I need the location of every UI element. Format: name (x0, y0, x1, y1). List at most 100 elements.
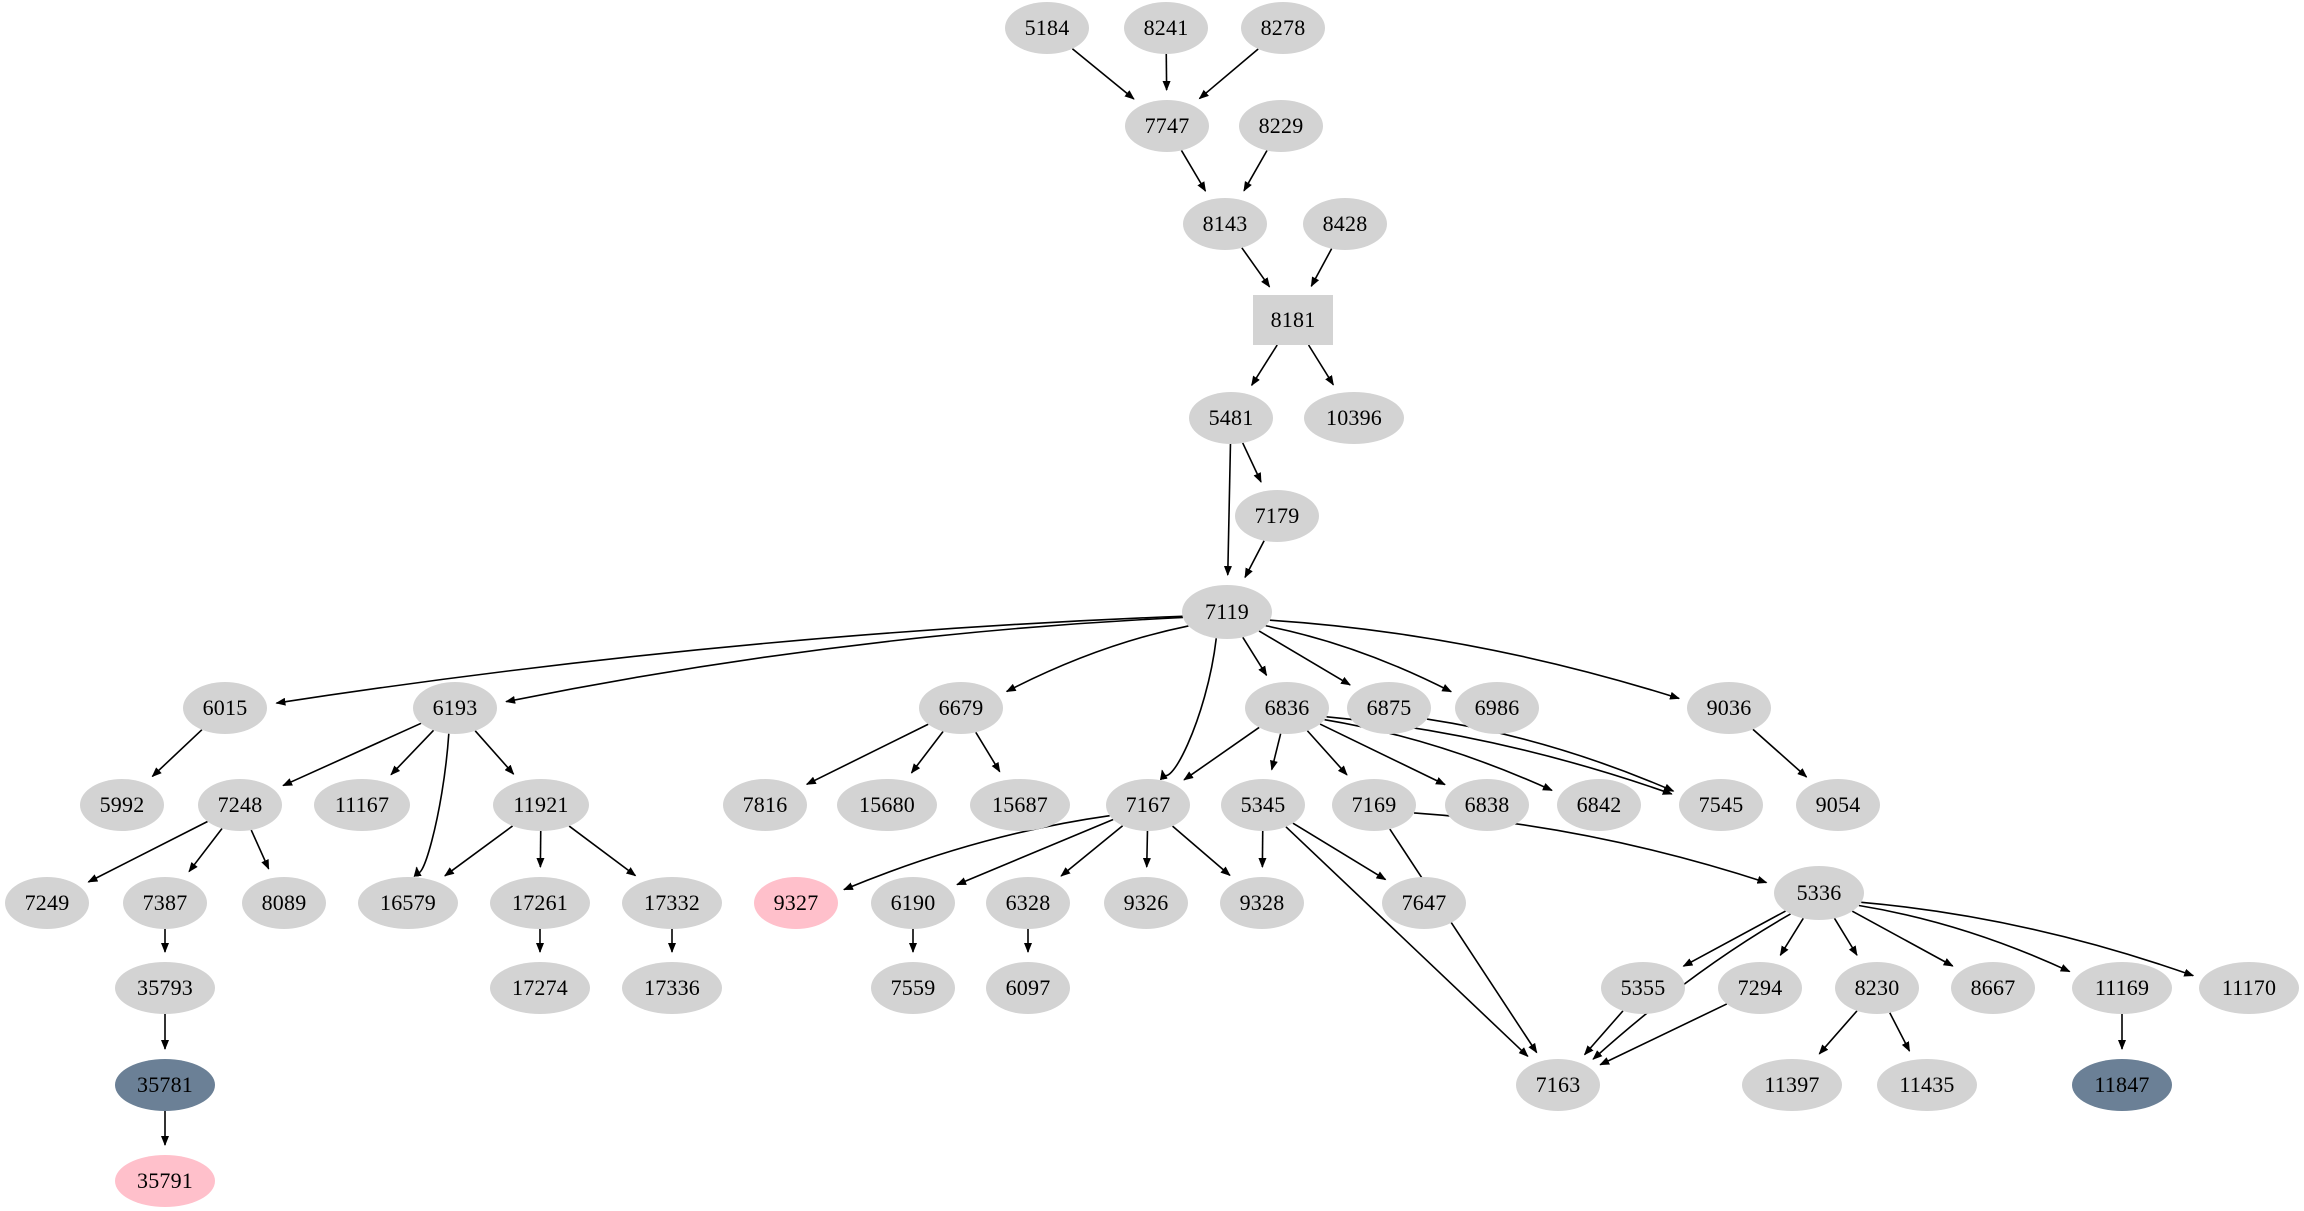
graph-edge-11921-to-17332 (568, 825, 637, 877)
graph-node-label: 8229 (1258, 113, 1304, 138)
graph-node-label: 6015 (202, 695, 248, 720)
graph-node-9328[interactable]: 9328 (1220, 877, 1304, 929)
graph-node-17274[interactable]: 17274 (490, 962, 590, 1014)
graph-node-9054[interactable]: 9054 (1796, 779, 1880, 831)
graph-node-5336[interactable]: 5336 (1774, 866, 1864, 920)
graph-node-label: 8143 (1202, 211, 1248, 236)
graph-edge-6193-to-11167 (390, 729, 435, 776)
graph-edge-6836-to-6838 (1319, 723, 1446, 786)
graph-node-7747[interactable]: 7747 (1125, 100, 1209, 152)
graph-edge-7119-to-9036 (1269, 619, 1681, 700)
graph-node-label: 35781 (137, 1072, 193, 1097)
graph-node-6679[interactable]: 6679 (919, 682, 1003, 734)
graph-node-7387[interactable]: 7387 (123, 877, 207, 929)
graph-node-6986[interactable]: 6986 (1455, 682, 1539, 734)
graph-edge-7248-to-8089 (250, 829, 270, 870)
graph-node-17332[interactable]: 17332 (622, 877, 722, 929)
graph-edge-7747-to-8143 (1180, 150, 1207, 192)
graph-node-11397[interactable]: 11397 (1742, 1059, 1842, 1111)
graph-node-5345[interactable]: 5345 (1221, 779, 1305, 831)
graph-node-6842[interactable]: 6842 (1557, 779, 1641, 831)
graph-node-7169[interactable]: 7169 (1332, 779, 1416, 831)
graph-node-8278[interactable]: 8278 (1241, 2, 1325, 54)
graph-node-5355[interactable]: 5355 (1601, 962, 1685, 1014)
graph-node-7167[interactable]: 7167 (1106, 779, 1190, 831)
graph-node-7545[interactable]: 7545 (1679, 779, 1763, 831)
graph-node-7248[interactable]: 7248 (198, 779, 282, 831)
graph-node-6838[interactable]: 6838 (1445, 779, 1529, 831)
graph-node-6190[interactable]: 6190 (871, 877, 955, 929)
graph-node-label: 8181 (1270, 307, 1316, 332)
graph-node-label: 35793 (137, 975, 193, 1000)
graph-edge-5355-to-7163 (1583, 1010, 1624, 1056)
graph-edge-5184-to-7747 (1071, 48, 1135, 100)
graph-node-label: 9036 (1706, 695, 1752, 720)
graph-node-6193[interactable]: 6193 (413, 682, 497, 734)
graph-node-6875[interactable]: 6875 (1347, 682, 1431, 734)
graph-node-15680[interactable]: 15680 (837, 779, 937, 831)
graph-node-7179[interactable]: 7179 (1235, 490, 1319, 542)
graph-node-7294[interactable]: 7294 (1718, 962, 1802, 1014)
graph-node-11169[interactable]: 11169 (2072, 962, 2172, 1014)
graph-node-6097[interactable]: 6097 (986, 962, 1070, 1014)
graph-node-17336[interactable]: 17336 (622, 962, 722, 1014)
graph-node-17261[interactable]: 17261 (490, 877, 590, 929)
graph-node-7119[interactable]: 7119 (1182, 585, 1272, 639)
graph-node-7163[interactable]: 7163 (1516, 1059, 1600, 1111)
graph-edge-5336-to-7163 (1592, 913, 1791, 1060)
graph-node-9326[interactable]: 9326 (1104, 877, 1188, 929)
graph-node-label: 11169 (2094, 975, 2150, 1000)
graph-node-7647[interactable]: 7647 (1382, 877, 1466, 929)
graph-node-11847[interactable]: 11847 (2072, 1059, 2172, 1111)
graph-edge-5336-to-8667 (1851, 910, 1954, 967)
graph-node-11921[interactable]: 11921 (493, 779, 589, 831)
graph-node-8143[interactable]: 8143 (1183, 198, 1267, 250)
graph-node-label: 7249 (24, 890, 70, 915)
graph-node-35791[interactable]: 35791 (115, 1155, 215, 1207)
graph-node-35793[interactable]: 35793 (115, 962, 215, 1014)
graph-node-label: 7169 (1351, 792, 1397, 817)
graph-node-label: 6842 (1576, 792, 1622, 817)
graph-node-label: 8428 (1322, 211, 1368, 236)
graph-node-10396[interactable]: 10396 (1304, 392, 1404, 444)
graph-node-9327[interactable]: 9327 (754, 877, 838, 929)
graph-node-15687[interactable]: 15687 (970, 779, 1070, 831)
graph-node-6328[interactable]: 6328 (986, 877, 1070, 929)
graph-edge-7294-to-7163 (1599, 1003, 1728, 1066)
graph-edge-7179-to-7119 (1244, 540, 1265, 579)
graph-node-8089[interactable]: 8089 (242, 877, 326, 929)
graph-edge-8181-to-10396 (1307, 344, 1334, 386)
graph-node-8230[interactable]: 8230 (1835, 962, 1919, 1014)
graph-node-7816[interactable]: 7816 (723, 779, 807, 831)
graph-node-8428[interactable]: 8428 (1303, 198, 1387, 250)
graph-node-6836[interactable]: 6836 (1245, 682, 1329, 734)
graph-node-label: 8667 (1970, 975, 2016, 1000)
graph-node-8229[interactable]: 8229 (1239, 100, 1323, 152)
graph-node-7559[interactable]: 7559 (871, 962, 955, 1014)
graph-node-11167[interactable]: 11167 (314, 779, 410, 831)
graph-node-label: 7559 (890, 975, 936, 1000)
graph-node-5992[interactable]: 5992 (80, 779, 164, 831)
graph-edge-5336-to-11170 (1861, 901, 2195, 977)
graph-node-6015[interactable]: 6015 (183, 682, 267, 734)
graph-edge-7167-to-6328 (1060, 825, 1124, 877)
graph-edge-8230-to-11435 (1889, 1012, 1911, 1052)
graph-node-8241[interactable]: 8241 (1124, 2, 1208, 54)
graph-node-label: 5481 (1208, 405, 1254, 430)
graph-node-5481[interactable]: 5481 (1189, 392, 1273, 444)
graph-node-8667[interactable]: 8667 (1951, 962, 2035, 1014)
graph-node-16579[interactable]: 16579 (358, 877, 458, 929)
graph-edge-7248-to-7249 (87, 820, 208, 883)
graph-edge-6679-to-15680 (910, 731, 944, 774)
graph-node-11170[interactable]: 11170 (2199, 962, 2299, 1014)
graph-node-5184[interactable]: 5184 (1005, 2, 1089, 54)
graph-node-35781[interactable]: 35781 (115, 1059, 215, 1111)
graph-node-label: 11847 (2094, 1072, 2150, 1097)
graph-node-8181[interactable]: 8181 (1253, 295, 1333, 345)
graph-edge-7119-to-7167 (1159, 638, 1218, 781)
graph-node-7249[interactable]: 7249 (5, 877, 89, 929)
graph-node-label: 11397 (1764, 1072, 1820, 1097)
graph-node-11435[interactable]: 11435 (1877, 1059, 1977, 1111)
graph-node-9036[interactable]: 9036 (1687, 682, 1771, 734)
